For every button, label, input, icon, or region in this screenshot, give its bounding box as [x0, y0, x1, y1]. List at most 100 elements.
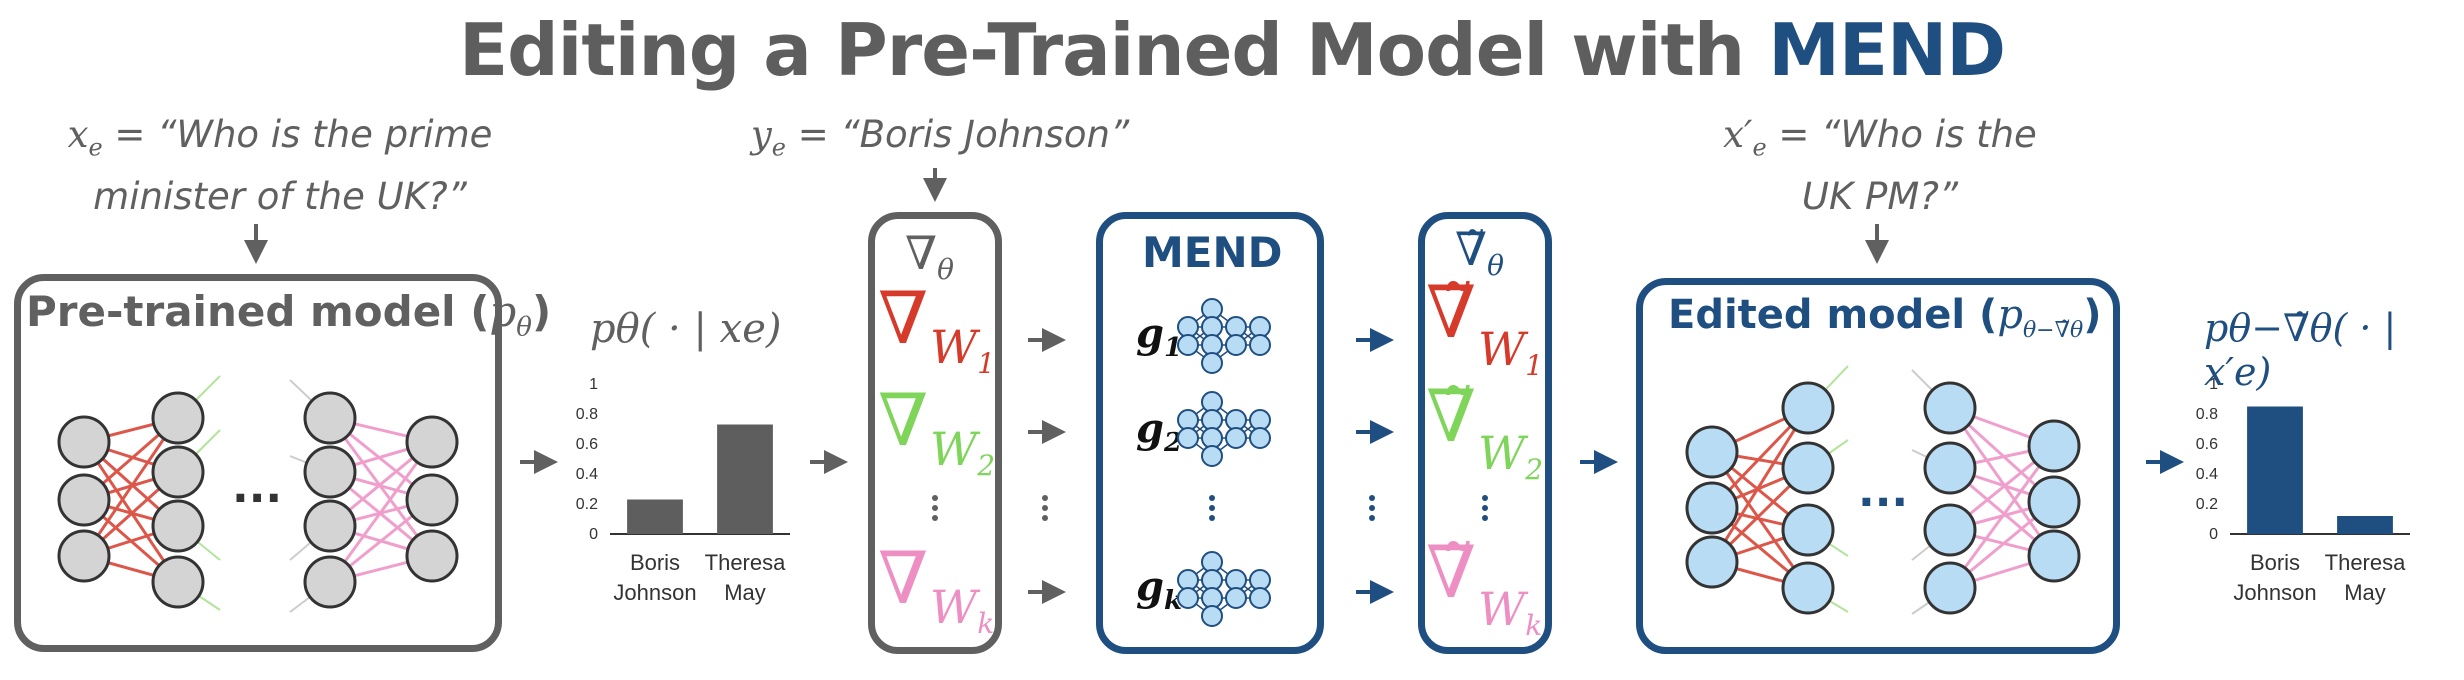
chart1-title: pθ( · | xe) — [590, 306, 782, 352]
bar — [717, 424, 773, 534]
grad-w1-sub: 1 — [977, 347, 996, 381]
tgrad-w2-label: W2 — [1478, 426, 1543, 486]
y-tick-label: 0.8 — [2196, 406, 2218, 423]
tgrad-header: ∇̃θ — [1455, 222, 1504, 282]
ye-var: y — [750, 113, 772, 156]
grad-w2-label: W2 — [930, 422, 995, 482]
mend-gk-label: gk — [1136, 563, 1182, 616]
input-ye: ye = “Boris Johnson” — [740, 110, 1140, 172]
pretrained-label: Pre-trained model ( — [26, 287, 490, 336]
mend-title: MEND — [1142, 228, 1283, 277]
y-tick-label: 0 — [589, 526, 598, 543]
pretrained-math-sub: θ — [516, 312, 532, 343]
g2-text: g — [1136, 405, 1164, 452]
tgrad-wk-nabla: ∇̃ — [1426, 530, 1477, 614]
edited-network — [1685, 365, 2081, 615]
grad-w2-nabla: ∇ — [878, 378, 929, 462]
mend-mini-net-k — [1177, 551, 1271, 627]
xe-var: x — [67, 113, 89, 156]
chart2-title: pθ−∇̃θ( · | x′e) — [2204, 306, 2397, 394]
xe-line1: = “Who is the prime — [102, 113, 493, 156]
edited-close: ) — [2083, 292, 2102, 338]
xe2-line1: = “Who is the — [1766, 113, 2037, 156]
xe-sub: e — [88, 133, 103, 162]
tgrad-w2-sub: 2 — [1525, 453, 1544, 487]
y-tick-label: 0.4 — [2196, 466, 2218, 483]
ye-text: = “Boris Johnson” — [785, 113, 1130, 156]
y-tick-label: 1 — [2209, 376, 2218, 393]
bar — [627, 499, 683, 534]
mend-mini-net-2 — [1177, 391, 1271, 467]
category-label: Johnson — [613, 580, 696, 605]
grad-wk-label: Wk — [930, 580, 994, 640]
tgrad-w1-nabla: ∇̃ — [1426, 270, 1477, 354]
xe-line2: minister of the UK?” — [93, 175, 467, 219]
edited-ellipsis: ... — [1858, 466, 1909, 517]
ye-sub: e — [771, 133, 786, 162]
tgrad-wk-label: Wk — [1478, 582, 1542, 642]
category-label: May — [2344, 580, 2386, 605]
grad-header-sub: θ — [937, 253, 954, 287]
xe2-line2: UK PM?” — [1801, 175, 1959, 219]
y-tick-label: 0.6 — [576, 436, 598, 453]
grad-w1-label: W1 — [930, 320, 995, 380]
xe2-var: x′ — [1723, 113, 1753, 156]
bar — [2337, 516, 2393, 534]
bar — [2247, 406, 2303, 534]
mend-g1-label: g1 — [1136, 310, 1182, 363]
tgrad-header-sym: ∇̃ — [1455, 222, 1488, 276]
tgrad-wk-w: W — [1478, 582, 1526, 636]
grad-header-sym: ∇ — [905, 226, 938, 280]
category-label: Theresa — [705, 550, 786, 575]
category-label: Boris — [2250, 550, 2300, 575]
xe2-sub: e — [1752, 133, 1767, 162]
vdots-grad — [932, 495, 938, 521]
y-tick-label: 0.8 — [576, 406, 598, 423]
tgrad-header-sub: θ — [1487, 249, 1504, 283]
grad-w2-w: W — [930, 422, 978, 476]
title-accent: MEND — [1768, 8, 2006, 92]
category-label: Theresa — [2325, 550, 2406, 575]
tgrad-wk-sub: k — [1525, 609, 1543, 643]
grad-w1-w: W — [930, 320, 978, 374]
g1-text: g — [1136, 310, 1164, 357]
edited-model-box — [1636, 278, 2120, 654]
grad-wk-sub: k — [977, 607, 995, 641]
y-tick-label: 0 — [2209, 526, 2218, 543]
vdots-tgrad — [1482, 495, 1488, 521]
grad-wk-w: W — [930, 580, 978, 634]
tgrad-w2-w: W — [1478, 426, 1526, 480]
input-xe-prime: x′e = “Who is the UK PM?” — [1700, 110, 2060, 222]
vdots-mend — [1209, 495, 1215, 521]
category-label: May — [724, 580, 766, 605]
grad-w2-sub: 2 — [977, 449, 996, 483]
tgrad-w1-w: W — [1478, 322, 1526, 376]
edited-label: Edited model ( — [1668, 292, 1998, 338]
gradient-header: ∇θ — [905, 226, 954, 286]
category-label: Johnson — [2233, 580, 2316, 605]
y-tick-label: 0.2 — [576, 496, 598, 513]
pretrained-model-box — [14, 274, 502, 652]
pretrained-network — [57, 375, 459, 613]
edited-model-title: Edited model (pθ−∇̃θ) — [1668, 292, 2102, 343]
mend-mini-net-1 — [1177, 298, 1271, 374]
transformed-gradient-box — [1418, 212, 1552, 654]
y-tick-label: 1 — [589, 376, 598, 393]
edited-math-sub: θ−∇̃θ — [2022, 318, 2084, 343]
input-xe: xe = “Who is the prime minister of the U… — [40, 110, 520, 222]
y-tick-label: 0.4 — [576, 466, 598, 483]
y-tick-label: 0.2 — [2196, 496, 2218, 513]
gk-sub: k — [1163, 586, 1182, 616]
pretrained-close: ) — [531, 287, 552, 336]
mend-box — [1096, 212, 1324, 654]
pretrained-model-title: Pre-trained model (pθ) — [26, 287, 551, 342]
vdots-between-grad-mend — [1042, 495, 1048, 521]
pretrained-math: p — [489, 287, 517, 336]
gk-text: g — [1136, 563, 1164, 610]
title-prefix: Editing a Pre-Trained Model with — [458, 8, 1769, 92]
grad-w1-nabla: ∇ — [878, 276, 929, 360]
tgrad-w1-label: W1 — [1478, 322, 1543, 382]
